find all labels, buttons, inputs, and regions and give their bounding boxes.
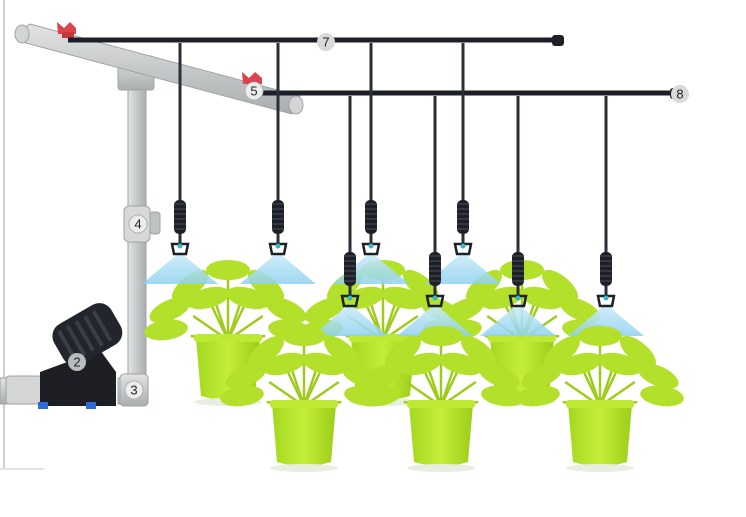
ball-valve-icon (57, 22, 76, 38)
disc-filter-icon (5, 303, 123, 409)
callout-2: 2 (68, 353, 86, 371)
svg-text:5: 5 (250, 84, 257, 99)
misting-nozzle-icon (480, 96, 556, 336)
callout-8: 8 (671, 85, 689, 103)
callout-5: 5 (244, 81, 264, 101)
misting-nozzle-icon (333, 43, 409, 284)
svg-text:4: 4 (134, 217, 141, 232)
misting-nozzle-icon (240, 43, 316, 284)
callout-4: 4 (128, 214, 148, 234)
left-edge-line (3, 0, 5, 468)
potted-plant-icon (357, 326, 525, 472)
svg-text:7: 7 (322, 35, 329, 50)
svg-text:8: 8 (676, 87, 683, 102)
misting-nozzle-icon (142, 43, 218, 284)
misting-nozzle-icon (312, 96, 388, 336)
potted-plant-icon (220, 326, 388, 472)
bottom-edge-mark (0, 468, 44, 470)
callout-3: 3 (124, 380, 144, 400)
potted-plant-icon (516, 326, 684, 472)
misting-nozzle-icon (425, 43, 501, 284)
svg-text:3: 3 (130, 383, 137, 398)
svg-text:2: 2 (73, 355, 80, 370)
callout-7: 7 (317, 33, 335, 51)
misting-nozzle-icon (397, 96, 473, 336)
